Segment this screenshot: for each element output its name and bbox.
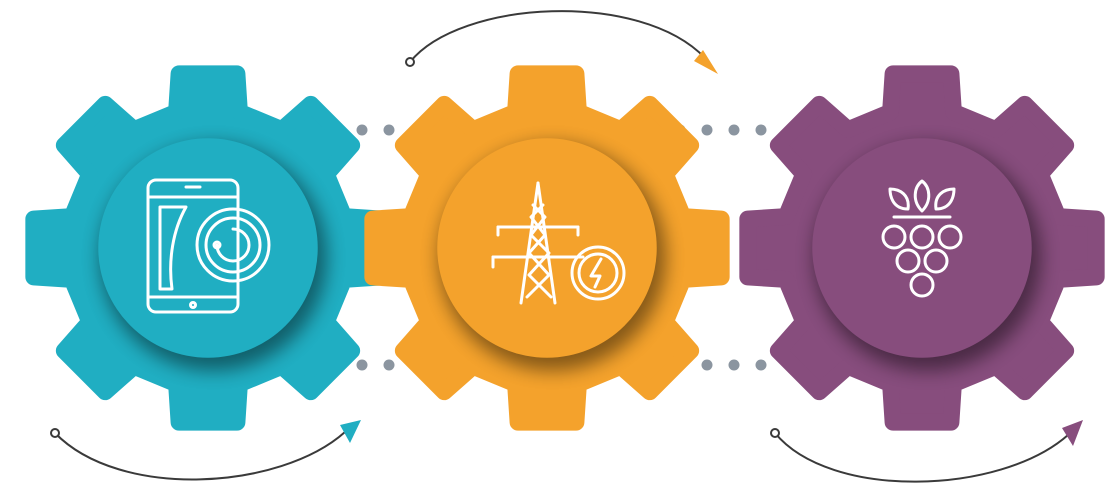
grapes-leaves-icon [881, 179, 963, 298]
connector-dot [701, 359, 713, 371]
gear-mobile-solar [25, 65, 391, 431]
arrow-bottom-right [770, 420, 1083, 483]
connector-dot [755, 124, 767, 136]
connector-dot [356, 359, 368, 371]
arrow-bottom-left [50, 420, 361, 481]
connector-dot [383, 359, 395, 371]
power-tower-energy-icon [491, 181, 626, 305]
smartphone-solar-icon [146, 178, 271, 314]
connector-dot [383, 124, 395, 136]
connector-dot [356, 124, 368, 136]
connector-dot [755, 359, 767, 371]
mobile-solar-hub [98, 138, 318, 358]
arrow-top-middle [405, 10, 718, 74]
connector-dot [701, 124, 713, 136]
connector-dot [728, 359, 740, 371]
connector-dot [728, 124, 740, 136]
